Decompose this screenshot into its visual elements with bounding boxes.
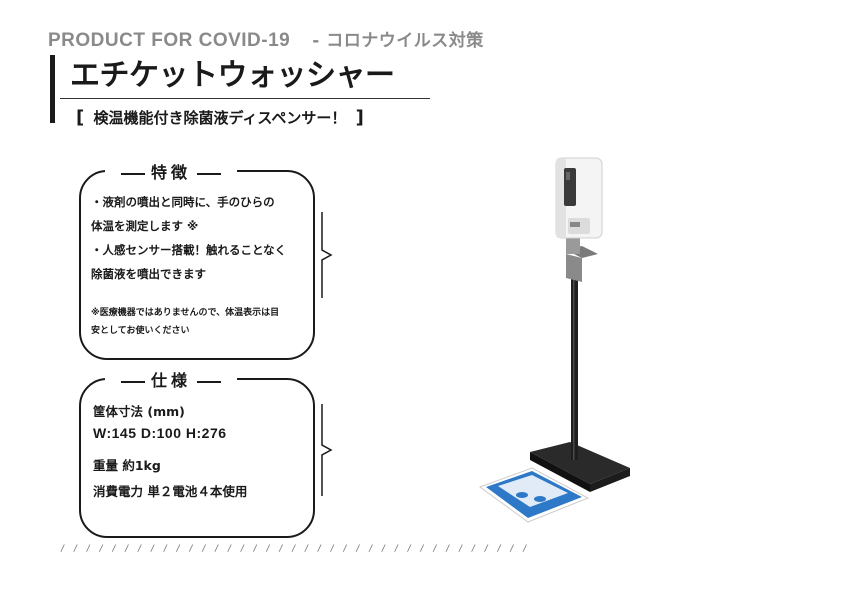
label-dash-left: [121, 380, 145, 383]
footer-slash-rule: / / / / / / / / / / / / / / / / / / / / …: [60, 544, 530, 554]
note-line: 安としてお使いください: [91, 326, 190, 336]
kicker: PRODUCT FOR COVID-19 - コロナウイルス対策: [48, 26, 484, 52]
specs-label-text: 仕様: [151, 371, 192, 390]
specs-label: 仕様: [105, 367, 238, 391]
dispenser-stand-image: [478, 157, 630, 523]
label-dash-left: [121, 172, 145, 175]
label-dash-right: [197, 380, 222, 383]
features-list: ・液剤の噴出と同時に、手のひらの 体温を測定します ※ ・人感センサー搭載！触れ…: [91, 190, 286, 286]
feature-line: ・人感センサー搭載！触れることなく: [91, 243, 287, 257]
title-accent-bar: [50, 55, 55, 123]
features-note: ※医療機器ではありませんので、体温表示は目 安としてお使いください: [91, 304, 279, 340]
spec-size-value: W:145 D:100 H:276: [93, 425, 227, 441]
features-brace-icon: [321, 212, 333, 298]
product-photo: [478, 157, 630, 523]
feature-line: 体温を測定します ※: [91, 219, 199, 233]
label-dash-right: [197, 172, 222, 175]
subtitle-bracket-open: [: [76, 107, 85, 128]
kicker-main: PRODUCT FOR COVID-19: [48, 30, 291, 51]
features-label: 特徴: [105, 159, 238, 183]
feature-line: 除菌液を噴出できます: [91, 267, 206, 281]
note-line: ※医療機器ではありませんので、体温表示は目: [91, 308, 280, 318]
spec-size-label: 筐体寸法 (mm): [93, 404, 185, 419]
page-title: エチケットウォッシャー: [70, 58, 395, 93]
kicker-sub: - コロナウイルス対策: [312, 31, 484, 51]
title-rule: [60, 98, 430, 99]
subtitle-text: 検温機能付き除菌液ディスペンサー！: [93, 109, 347, 127]
specs-box: 仕様 筐体寸法 (mm) W:145 D:100 H:276 重量 約1kg 消…: [79, 367, 315, 538]
specs-list: 筐体寸法 (mm) W:145 D:100 H:276 重量 約1kg 消費電力…: [93, 402, 247, 504]
feature-line: ・液剤の噴出と同時に、手のひらの: [91, 195, 275, 209]
features-box: 特徴 ・液剤の噴出と同時に、手のひらの 体温を測定します ※ ・人感センサー搭載…: [79, 159, 315, 360]
subtitle-bracket-close: ]: [355, 107, 364, 128]
specs-brace-icon: [321, 404, 333, 496]
spec-power: 消費電力 単２電池４本使用: [93, 484, 248, 499]
spec-weight: 重量 約1kg: [93, 458, 161, 473]
features-label-text: 特徴: [151, 163, 192, 182]
page-subtitle: [ 検温機能付き除菌液ディスペンサー！ ]: [72, 107, 368, 128]
